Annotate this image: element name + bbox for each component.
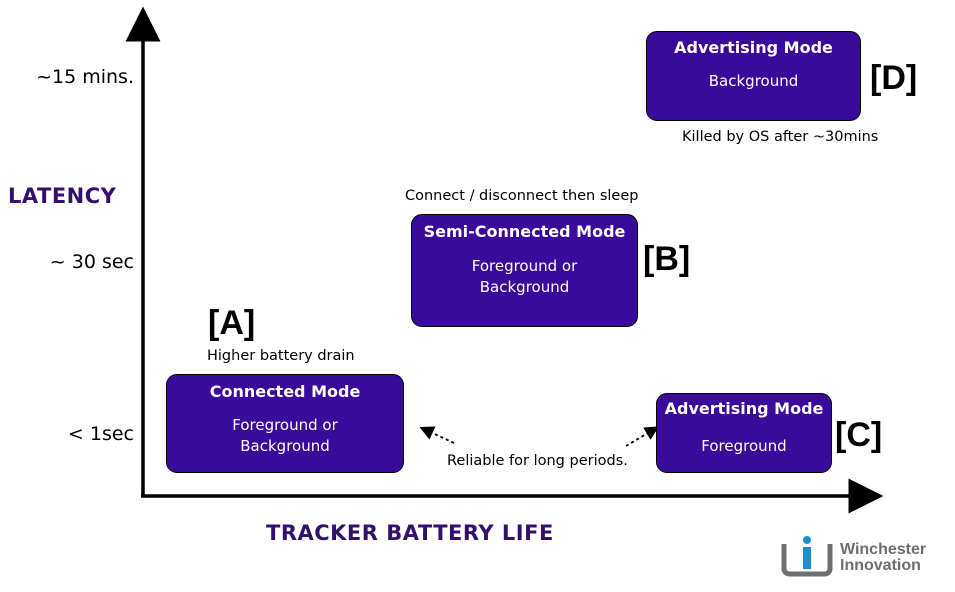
mode-sub-line: Background xyxy=(708,72,799,90)
mode-title: Semi-Connected Mode xyxy=(423,222,626,241)
connected-mode-box: Connected Mode Foreground or Background xyxy=(166,374,404,473)
mode-sub-line: Foreground or xyxy=(471,257,578,275)
mode-title: Connected Mode xyxy=(209,382,361,401)
note-connect-disconnect: Connect / disconnect then sleep xyxy=(405,188,639,204)
semi-connected-mode-box: Semi-Connected Mode Foreground or Backgr… xyxy=(411,214,638,327)
winchester-innovation-logo: Winchester Innovation xyxy=(780,534,950,578)
note-higher-battery-drain: Higher battery drain xyxy=(207,348,355,364)
mode-sub-line: Background xyxy=(240,437,330,455)
y-tick-30-sec: ~ 30 sec xyxy=(49,251,134,273)
logo-mark-icon xyxy=(781,536,833,577)
mode-title: Advertising Mode xyxy=(664,399,824,418)
y-tick-15-mins: ~15 mins. xyxy=(36,66,134,88)
mode-sub-line: Foreground xyxy=(701,437,787,455)
advertising-mode-foreground-box: Advertising Mode Foreground xyxy=(656,393,832,473)
arrow-to-connected xyxy=(419,426,455,444)
logo-line-1: Winchester xyxy=(840,541,927,558)
logo-text: Winchester Innovation xyxy=(840,542,926,574)
tag-d: [D] xyxy=(870,59,918,97)
y-tick-1-sec: < 1sec xyxy=(67,423,134,445)
note-reliable-long-periods: Reliable for long periods. xyxy=(447,453,628,469)
tag-b: [B] xyxy=(643,240,691,278)
mode-sub-line: Foreground or xyxy=(232,416,338,434)
tag-c: [C] xyxy=(835,416,883,454)
tag-a: [A] xyxy=(208,304,256,342)
x-axis-title: TRACKER BATTERY LIFE xyxy=(266,521,554,545)
advertising-mode-background-box: Advertising Mode Background xyxy=(646,31,861,121)
arrow-to-advertising-fg xyxy=(625,426,660,447)
mode-sub-line: Background xyxy=(479,278,570,296)
logo-line-2: Innovation xyxy=(840,557,921,574)
note-killed-by-os: Killed by OS after ~30mins xyxy=(682,129,879,145)
y-axis-title: LATENCY xyxy=(8,184,117,208)
mode-title: Advertising Mode xyxy=(674,38,833,57)
